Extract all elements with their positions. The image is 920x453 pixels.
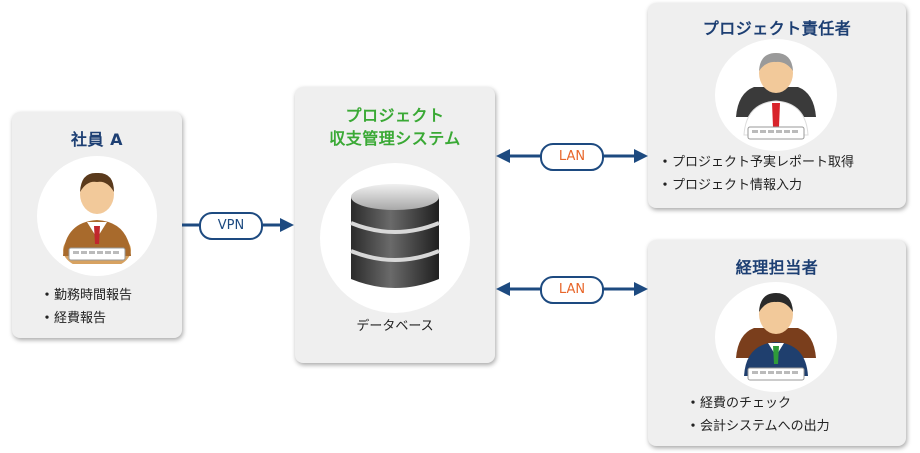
lan-bottom-label: LAN [540, 276, 604, 304]
list-item: ・勤務時間報告 [40, 288, 133, 303]
list-item: ・経費のチェック [686, 396, 792, 411]
lan-top-arrowhead-left [496, 149, 510, 163]
lan-bottom-arrowhead-right [634, 282, 648, 296]
accounting-task-list: ・経費のチェック ・会計システムへの出力 [686, 392, 830, 438]
system-title-line2: 収支管理システム [329, 129, 461, 148]
employee-card: 社員 A ・勤務時間報告 ・経費報告 [12, 112, 182, 338]
accounting-card: 経理担当者 ・経費のチェック ・会計システムへの出力 [648, 240, 906, 446]
lan-bottom-arrowhead-left [496, 282, 510, 296]
manager-title: プロジェクト責任者 [702, 19, 852, 38]
list-item: ・経費報告 [40, 311, 107, 326]
lan-top-arrowhead-right [634, 149, 648, 163]
vpn-arrowhead [280, 218, 294, 232]
employee-task-list: ・勤務時間報告 ・経費報告 [40, 284, 132, 330]
lan-top-label: LAN [540, 143, 604, 171]
accountant-person-icon [736, 293, 816, 381]
manager-card: プロジェクト責任者 ・プロジェクト予実レポート取得 ・プロジェクト情報入力 [648, 3, 906, 208]
database-icon [350, 184, 440, 288]
list-item: ・プロジェクト情報入力 [658, 178, 803, 193]
list-item: ・会計システムへの出力 [686, 419, 830, 434]
database-caption: データベース [356, 319, 434, 334]
manager-task-list: ・プロジェクト予実レポート取得 ・プロジェクト情報入力 [658, 151, 854, 197]
accounting-title: 経理担当者 [735, 258, 819, 277]
system-card: プロジェクト 収支管理システム データベース [295, 87, 495, 363]
employee-person-icon [63, 172, 131, 264]
employee-title: 社員 A [71, 130, 123, 149]
vpn-label: VPN [199, 212, 263, 240]
list-item: ・プロジェクト予実レポート取得 [658, 155, 855, 170]
manager-person-icon [736, 53, 816, 140]
system-title-line1: プロジェクト [345, 106, 445, 125]
